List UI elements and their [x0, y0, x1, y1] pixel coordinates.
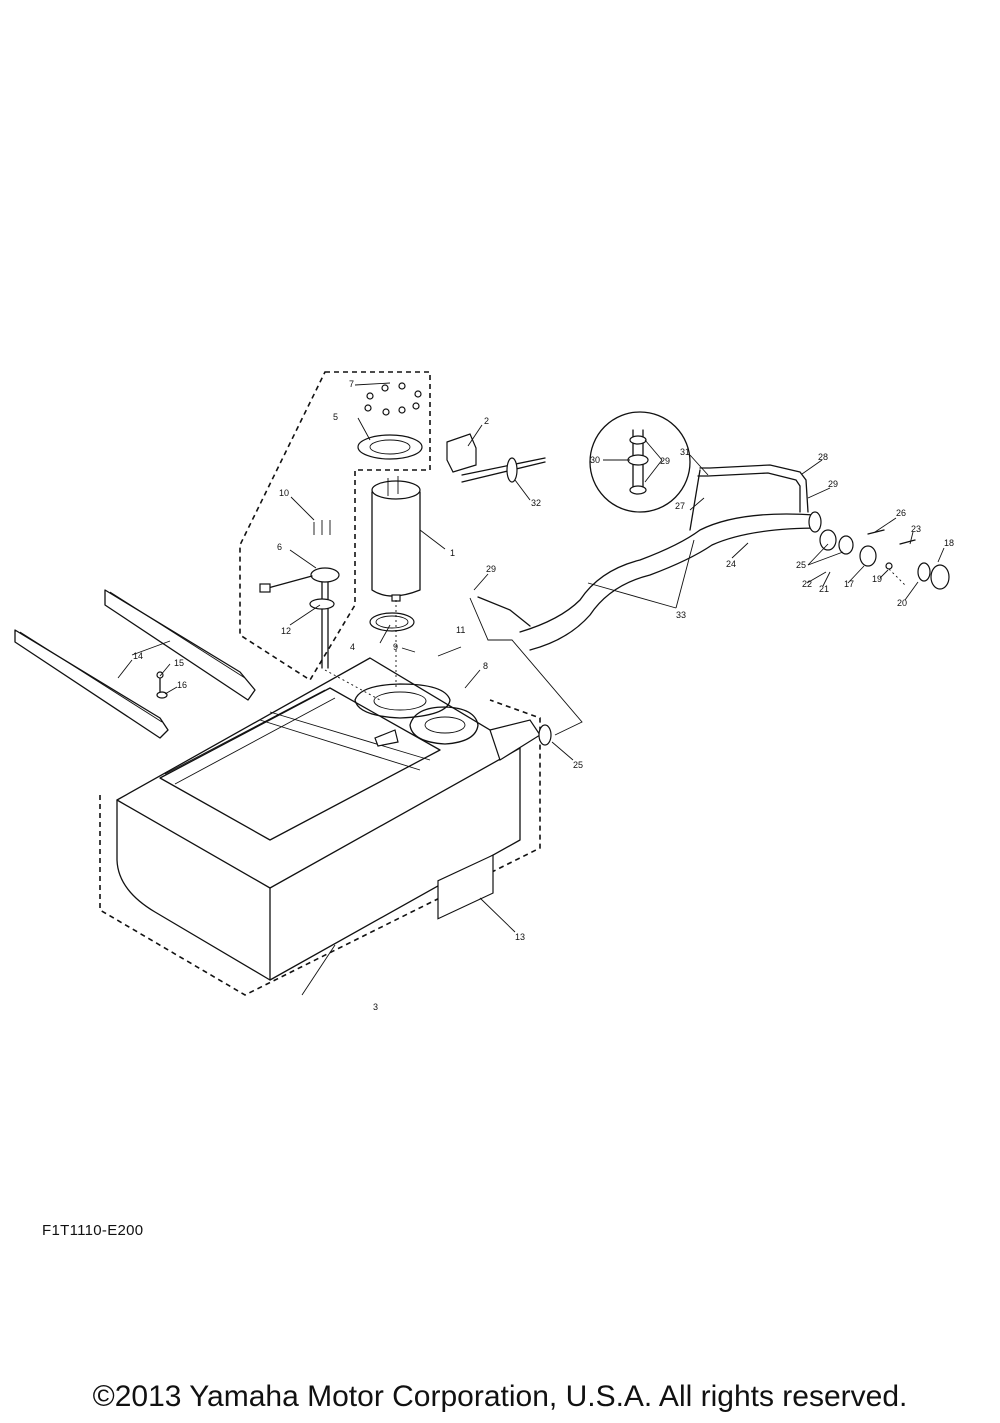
callout-18: 18 — [944, 538, 954, 548]
callout-4: 4 — [350, 642, 355, 652]
callout-29-pipe: 29 — [486, 564, 496, 574]
vent-pipe — [461, 457, 546, 483]
callout-32: 32 — [531, 498, 541, 508]
callout-19: 19 — [872, 574, 882, 584]
callout-6: 6 — [277, 542, 282, 552]
callout-25-filler: 25 — [796, 560, 806, 570]
callout-27: 27 — [675, 501, 685, 511]
pump-flange-inner — [369, 439, 411, 455]
callout-26: 26 — [896, 508, 906, 518]
flange-screws — [364, 382, 422, 416]
callout-25-tank: 25 — [573, 760, 583, 770]
assembly-boundary — [239, 371, 431, 682]
callout-17: 17 — [844, 579, 854, 589]
callout-8: 8 — [483, 661, 488, 671]
callout-29-hose: 29 — [828, 479, 838, 489]
filler-neck-parts — [538, 529, 950, 746]
detail-valve — [627, 429, 649, 495]
callout-31: 31 — [680, 447, 690, 457]
pump-gasket-inner — [375, 615, 409, 629]
callout-29-detail: 29 — [660, 456, 670, 466]
callout-5: 5 — [333, 412, 338, 422]
callout-22: 22 — [802, 579, 812, 589]
callout-33: 33 — [676, 610, 686, 620]
detail-inset-circle — [589, 411, 691, 513]
fuel-tank — [116, 657, 541, 981]
callout-2: 2 — [484, 416, 489, 426]
callout-30: 30 — [590, 455, 600, 465]
callout-23: 23 — [911, 524, 921, 534]
guide-line-sender — [324, 669, 381, 701]
callout-14: 14 — [133, 651, 143, 661]
copyright-notice: ©2013 Yamaha Motor Corporation, U.S.A. A… — [92, 1380, 908, 1413]
callout-3: 3 — [373, 1002, 378, 1012]
filler-hose — [519, 511, 822, 651]
callout-28: 28 — [818, 452, 828, 462]
fuel-level-sender — [259, 520, 340, 669]
leader-lines — [117, 382, 945, 996]
callout-11: 11 — [456, 625, 465, 635]
callout-9: 9 — [393, 642, 398, 652]
vent-hose — [477, 464, 809, 627]
callout-10: 10 — [279, 488, 289, 498]
pump-flange-plate — [357, 434, 423, 460]
callout-15: 15 — [174, 658, 184, 668]
rail-bolt — [156, 671, 168, 699]
bracket-clip — [446, 433, 477, 473]
tank-assembly-boundary — [99, 699, 541, 996]
callout-21: 21 — [819, 584, 829, 594]
tank-rail-rear — [104, 589, 256, 701]
callout-13: 13 — [515, 932, 525, 942]
tank-rail-front — [14, 629, 169, 739]
callout-12: 12 — [281, 626, 291, 636]
callout-1: 1 — [450, 548, 455, 558]
guide-line-hose — [469, 597, 583, 736]
callout-7: 7 — [349, 379, 354, 389]
fuel-pump-assembly — [371, 476, 421, 602]
callout-20: 20 — [897, 598, 907, 608]
callout-16: 16 — [177, 680, 187, 690]
callout-24: 24 — [726, 559, 736, 569]
figure-code: F1T1110-E200 — [42, 1222, 144, 1239]
